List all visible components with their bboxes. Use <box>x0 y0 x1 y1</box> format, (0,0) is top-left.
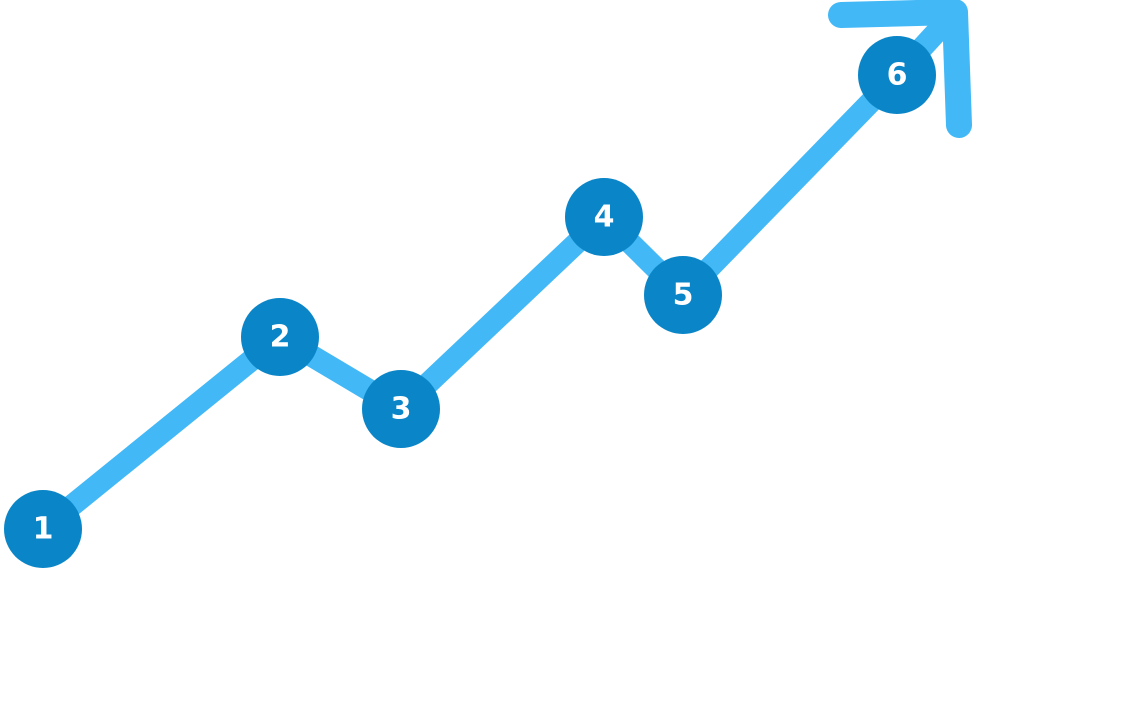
step-node-circle <box>858 36 936 114</box>
step-node-circle <box>362 370 440 448</box>
step-label: 1 <box>33 512 54 547</box>
step-node-6: 6 <box>858 36 936 114</box>
step-node-circle <box>565 178 643 256</box>
step-node-4: 4 <box>565 178 643 256</box>
step-node-3: 3 <box>362 370 440 448</box>
step-node-1: 1 <box>4 490 82 568</box>
step-label: 2 <box>270 320 291 355</box>
step-node-circle <box>241 298 319 376</box>
arrow-icon <box>828 0 972 138</box>
trend-line <box>32 1 966 540</box>
step-label: 4 <box>594 200 615 235</box>
step-node-5: 5 <box>644 256 722 334</box>
step-node-2: 2 <box>241 298 319 376</box>
step-label: 5 <box>673 278 694 313</box>
step-nodes: 1 2 3 4 5 6 <box>4 36 936 568</box>
step-label: 6 <box>887 58 908 93</box>
step-node-circle <box>4 490 82 568</box>
step-node-circle <box>644 256 722 334</box>
step-label: 3 <box>391 392 412 427</box>
trend-path <box>32 0 972 540</box>
